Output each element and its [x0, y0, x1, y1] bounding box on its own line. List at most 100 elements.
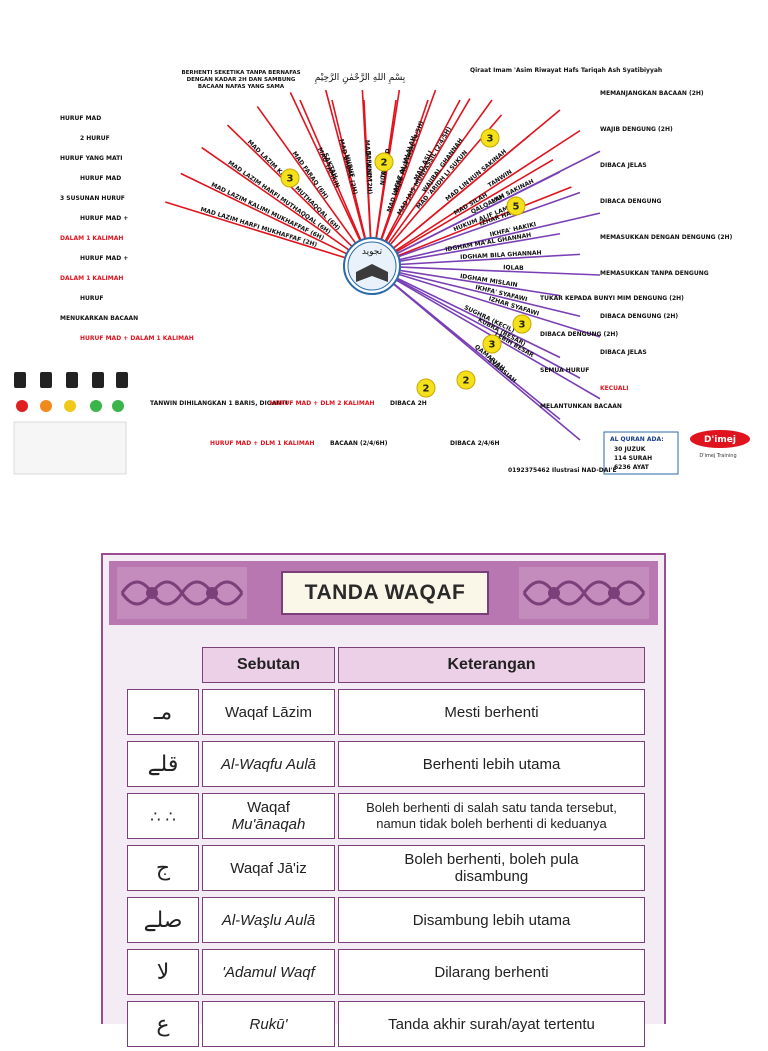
note-left: DALAM 1 KALIMAH	[60, 275, 123, 282]
note-left: HURUF MAD + DALAM 1 KALIMAH	[80, 335, 194, 342]
ornament-left	[117, 567, 247, 619]
waqaf-symbol: ع	[127, 1001, 199, 1047]
note-left: HURUF MAD +	[80, 255, 128, 262]
note-right: DIBACA DENGUNG	[600, 198, 661, 205]
mindmap-rays	[165, 89, 601, 441]
ray-right	[371, 109, 561, 267]
ray-left	[371, 114, 503, 267]
note-left: MENUKARKAN BACAAN	[60, 315, 138, 322]
branch-label-left: MAD LIN	[444, 179, 471, 203]
brand-name: D'imej	[704, 435, 736, 445]
dimej-logo: D'imej D'imej Training	[690, 430, 750, 459]
ray-top	[371, 99, 461, 267]
ray-left	[201, 146, 373, 267]
ray-left	[226, 124, 373, 267]
note-left: 2 HURUF	[80, 135, 110, 142]
number-badge	[374, 152, 394, 172]
number-badge-label: 3	[487, 134, 494, 145]
note-right: DIBACA JELAS	[600, 349, 647, 356]
note-right: MEMASUKKAN DENGAN DENGUNG (2H)	[600, 234, 733, 241]
ray-top	[371, 99, 429, 267]
traffic-lights	[13, 372, 128, 475]
note-right: MELANTUNKAN BACAAN	[540, 403, 622, 410]
waqaf-name: Waqaf Lāzim	[202, 689, 335, 735]
ray-left	[371, 98, 471, 267]
note-right: WAJIB DENGUNG (2H)	[600, 126, 673, 133]
waqaf-name-line: Waqaf	[247, 799, 290, 816]
waqaf-desc: Mesti berhenti	[338, 689, 645, 735]
waqaf-symbol: لا	[127, 949, 199, 995]
ray-right	[371, 265, 601, 276]
tajwid-mindmap: تجويد Qiraat Imam 'Asim Riwayat Hafs Tar…	[13, 67, 750, 475]
ray-left	[256, 105, 373, 267]
note-left: HURUF YANG MATI	[60, 155, 123, 162]
note-left: HURUF MAD	[60, 115, 101, 122]
quran-box-item: 30 JUZUK	[614, 446, 646, 453]
waqaf-desc: Disambung lebih utama	[338, 897, 645, 943]
branch-label-right: IDGHAM BILA GHANNAH	[460, 250, 542, 262]
ray-right	[371, 232, 561, 267]
number-badge-label: 5	[513, 202, 520, 213]
brand-sub: D'imej Training	[699, 453, 736, 459]
ray-right	[371, 253, 581, 267]
waqaf-name: Rukū'	[202, 1001, 335, 1047]
waqaf-header: TANDA WAQAF	[109, 561, 658, 625]
note-right: KECUALI	[600, 385, 629, 392]
number-badge-label: 2	[381, 158, 388, 169]
header-sebutan: Sebutan	[202, 647, 335, 683]
ray-right	[371, 265, 601, 338]
waqaf-symbol: مـ	[127, 689, 199, 735]
header-keterangan: Keterangan	[338, 647, 645, 683]
table-header-row: Sebutan Keterangan	[127, 647, 645, 697]
ray-left	[289, 92, 373, 267]
center-badge: تجويد	[343, 237, 401, 295]
table-row: صلے Al-Waşlu Aulā Disambung lebih utama	[127, 897, 645, 947]
waqaf-desc: Dilarang berhenti	[338, 949, 645, 995]
quran-box-item: 114 SURAH	[614, 455, 652, 462]
ray-top	[371, 99, 493, 267]
note-right: DIBACA DENGUNG (2H)	[540, 331, 618, 338]
number-badge	[416, 378, 436, 398]
table-row: ∴ ∴ Waqaf Mu'ānaqah Boleh berhenti di sa…	[127, 793, 645, 843]
ray-right	[371, 212, 601, 267]
tanda-waqaf-panel: TANDA WAQAF Sebutan Keterangan مـ Waqaf …	[101, 553, 666, 1047]
quran-icon	[356, 264, 388, 282]
qiraat-note: Qiraat Imam 'Asim Riwayat Hafs Tariqah A…	[470, 67, 662, 74]
waqaf-desc: Boleh berhenti di salah satu tanda terse…	[338, 793, 645, 839]
right-notes: MEMANJANGKAN BACAAN (2H) WAJIB DENGUNG (2…	[540, 90, 733, 410]
ray-right	[371, 265, 581, 318]
number-badge	[482, 334, 502, 354]
waqaf-name: Al-Waşlu Aulā	[202, 897, 335, 943]
table-row: لا 'Adamul Waqf Dilarang berhenti	[127, 949, 645, 999]
number-badge	[280, 168, 300, 188]
ray-right	[371, 265, 581, 441]
branch-label-top: TAFKHIM	[364, 151, 372, 182]
ray-right	[371, 191, 581, 267]
waqaf-symbol: ∴ ∴	[127, 793, 199, 839]
waqaf-title-box: TANDA WAQAF	[281, 571, 489, 615]
note-right: MEMANJANGKAN BACAAN (2H)	[600, 90, 704, 97]
number-badge	[512, 314, 532, 334]
note-left: HURUF	[80, 295, 103, 302]
ray-left	[180, 172, 373, 267]
waqaf-desc-line: disambung	[454, 868, 529, 885]
ray-right	[371, 129, 581, 267]
center-label: تجويد	[362, 247, 383, 257]
note-left: HURUF MAD + DLM 1 KALIMAH	[210, 440, 314, 447]
waqaf-name-line: Mu'ānaqah	[231, 816, 306, 833]
quran-box-title: AL QURAN ADA:	[610, 436, 664, 443]
illustration-credit: 0192375462 Ilustrasi NAD-DAI'E	[508, 467, 617, 474]
note-left: HURUF MAD +	[80, 215, 128, 222]
quran-box-item: 6236 AYAT	[614, 464, 650, 471]
waqaf-name: Al-Waqfu Aulā	[202, 741, 335, 787]
waqaf-desc: Boleh berhenti, boleh pula disambung	[338, 845, 645, 891]
number-badge-label: 3	[519, 320, 526, 331]
note-right: TUKAR KEPADA BUNYI MIM DENGUNG (2H)	[540, 295, 684, 302]
note-right: DIBACA DENGUNG (2H)	[600, 313, 678, 320]
number-badge-label: 2	[423, 384, 430, 395]
saktah-note: BERHENTI SEKETIKA TANPA BERNAFAS DENGAN …	[181, 70, 301, 90]
ray-right	[371, 265, 601, 400]
ornament-right	[519, 567, 649, 619]
waqaf-title: TANDA WAQAF	[304, 581, 466, 604]
